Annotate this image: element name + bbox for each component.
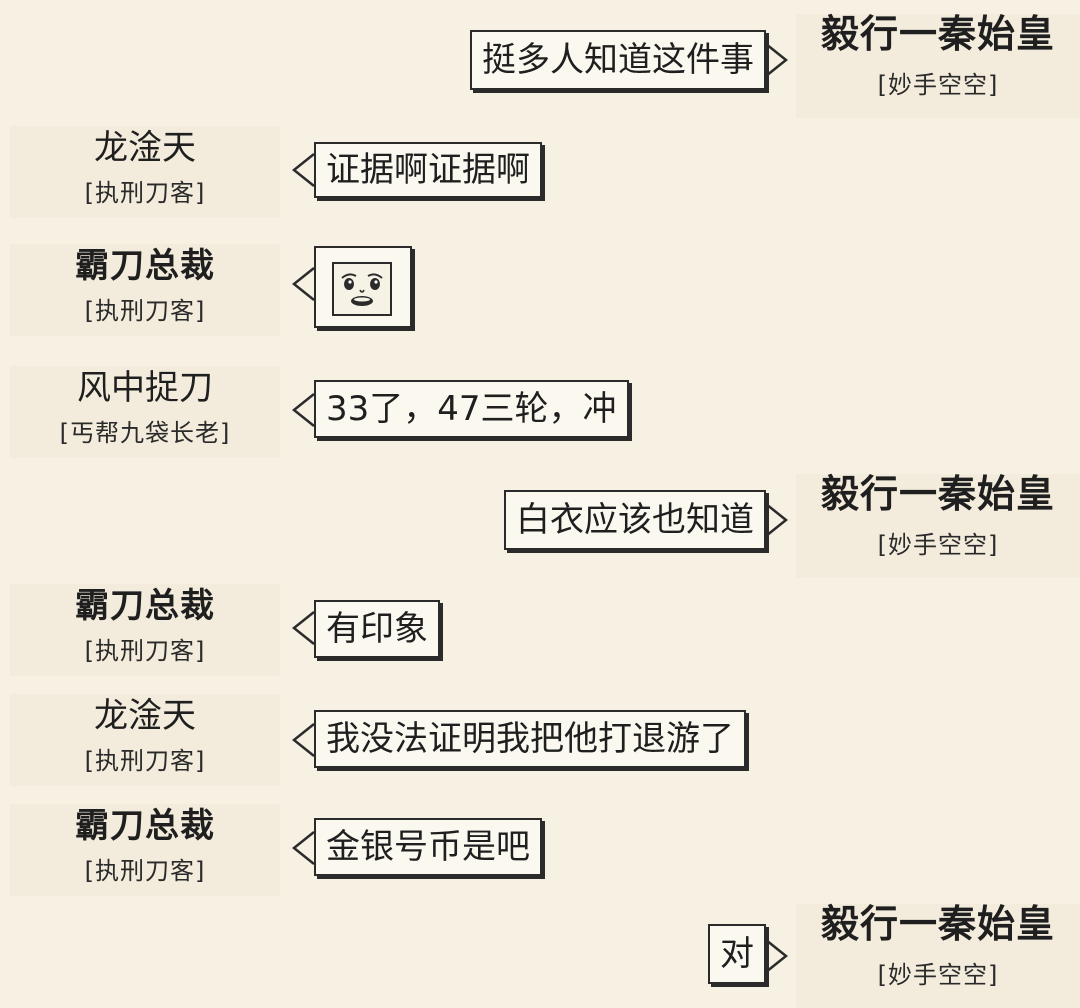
speaker-name: 风中捉刀: [77, 368, 213, 408]
speaker-title: [妙手空空]: [877, 531, 999, 559]
message-text: 对: [720, 934, 754, 974]
message-text: 33了，47三轮，冲: [326, 389, 617, 429]
speaker-name: 毅行一秦始皇: [820, 472, 1055, 516]
bubble-tail-left-icon: [292, 722, 314, 758]
speaker-title: [丐帮九袋长老]: [59, 419, 231, 447]
speaker-title: [执刑刀客]: [84, 747, 206, 775]
message-bubble: 白衣应该也知道: [504, 490, 766, 550]
bubble-tail-right-icon: [766, 42, 788, 78]
speaker-card: 毅行一秦始皇 [妙手空空]: [796, 904, 1080, 1008]
bubble-tail-right-icon: [766, 502, 788, 538]
speaker-card: 霸刀总裁 [执刑刀客]: [10, 244, 280, 336]
bubble-tail-left-icon: [292, 266, 314, 302]
bubble-tail-left-icon: [292, 610, 314, 646]
speaker-name: 毅行一秦始皇: [820, 12, 1055, 56]
message-text: 有印象: [326, 609, 428, 649]
bubble-tail-left-icon: [292, 830, 314, 866]
speaker-card: 霸刀总裁 [执刑刀客]: [10, 584, 280, 676]
speaker-title: [执刑刀客]: [84, 297, 206, 325]
message-bubble: 33了，47三轮，冲: [314, 380, 629, 438]
speaker-name: 霸刀总裁: [75, 246, 215, 286]
bubble-tail-left-icon: [292, 392, 314, 428]
message-text: 白衣应该也知道: [516, 500, 754, 540]
message-text: 挺多人知道这件事: [482, 40, 754, 80]
bubble-tail-right-icon: [766, 938, 788, 974]
message-text: 金银号币是吧: [326, 827, 530, 867]
speaker-title: [妙手空空]: [877, 71, 999, 99]
smiling-face-sticker[interactable]: [314, 246, 412, 328]
message-bubble: 有印象: [314, 600, 440, 658]
speaker-name: 霸刀总裁: [75, 586, 215, 626]
speaker-title: [执刑刀客]: [84, 857, 206, 885]
speaker-name: 龙淦天: [94, 128, 196, 168]
speaker-card: 龙淦天 [执刑刀客]: [10, 694, 280, 786]
speaker-card: 毅行一秦始皇 [妙手空空]: [796, 474, 1080, 578]
message-text: 我没法证明我把他打退游了: [326, 719, 734, 759]
message-bubble: 对: [708, 924, 766, 984]
message-bubble: 证据啊证据啊: [314, 142, 542, 198]
speaker-title: [执刑刀客]: [84, 179, 206, 207]
speaker-card: 霸刀总裁 [执刑刀客]: [10, 804, 280, 896]
speaker-name: 龙淦天: [94, 696, 196, 736]
message-text: 证据啊证据啊: [326, 150, 530, 190]
smiling-face-icon: [332, 262, 392, 316]
speaker-title: [执刑刀客]: [84, 637, 206, 665]
speaker-card: 毅行一秦始皇 [妙手空空]: [796, 14, 1080, 118]
message-bubble: 金银号币是吧: [314, 818, 542, 876]
message-bubble: 我没法证明我把他打退游了: [314, 710, 746, 768]
message-bubble: 挺多人知道这件事: [470, 30, 766, 90]
speaker-card: 风中捉刀 [丐帮九袋长老]: [10, 366, 280, 458]
speaker-name: 毅行一秦始皇: [820, 902, 1055, 946]
speaker-name: 霸刀总裁: [75, 806, 215, 846]
speaker-card: 龙淦天 [执刑刀客]: [10, 126, 280, 218]
bubble-tail-left-icon: [292, 152, 314, 188]
speaker-title: [妙手空空]: [877, 961, 999, 989]
